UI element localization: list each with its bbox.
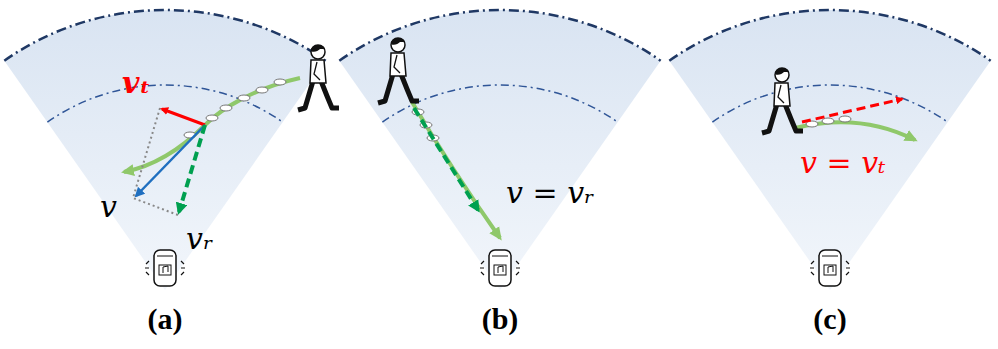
velocity-label: vₜ [122,66,151,99]
walking-person [378,38,419,103]
sensing-sector [669,10,990,290]
sensing-sector [339,10,660,290]
smart-speaker [145,250,185,286]
walking-trajectory [795,99,915,140]
velocity-decomposition [133,108,205,215]
sensing-sector [4,10,325,290]
velocity-label: v [100,190,117,223]
walking-trajectory [412,102,500,238]
walking-person [298,45,339,110]
smart-speaker [480,250,520,286]
panel-label: (c) [813,302,846,335]
velocity-label: v = vᵣ [506,176,595,209]
walking-person [762,68,803,133]
velocity-label: vᵣ [186,222,213,255]
velocity-label: v = vₜ [800,146,886,179]
smart-speaker [810,250,850,286]
panel-label: (b) [482,302,519,335]
panel-label: (a) [148,302,183,335]
